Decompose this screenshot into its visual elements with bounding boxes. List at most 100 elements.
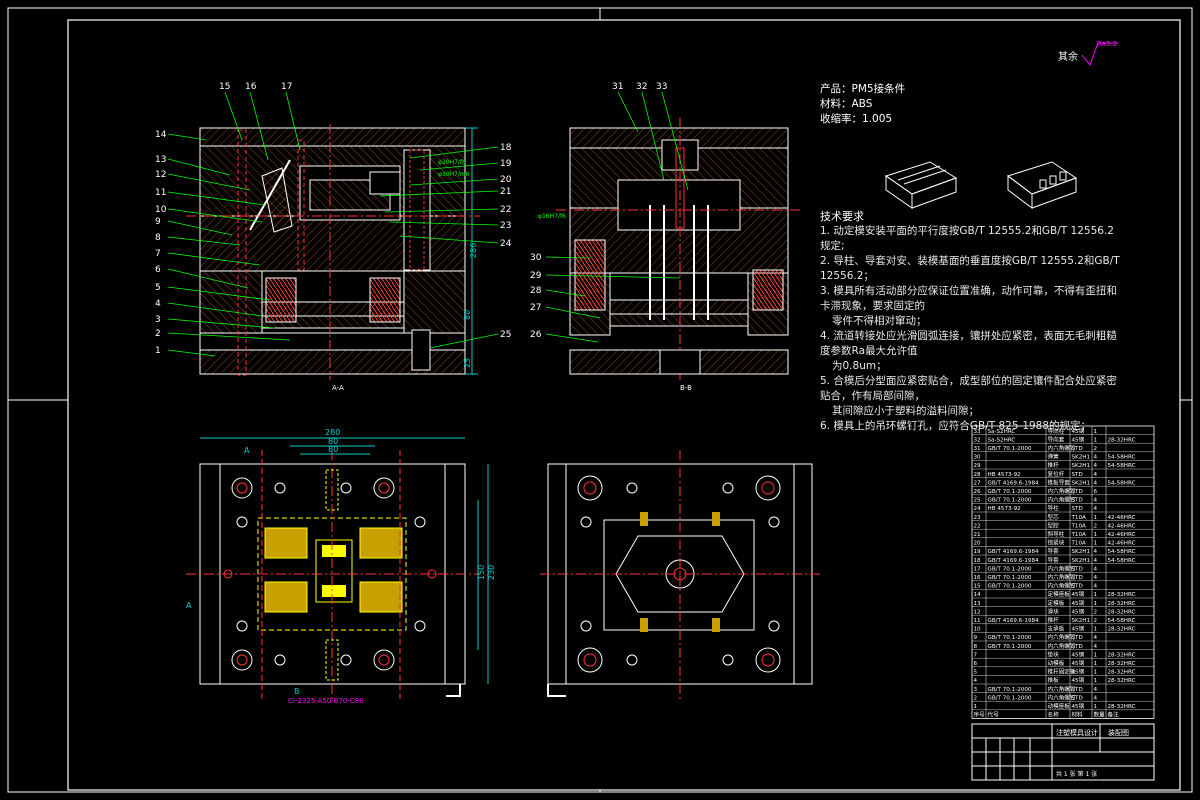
bom-cell: 4 xyxy=(1094,549,1098,555)
tech-req-4-cont: 为0.8um； xyxy=(832,360,887,372)
callout-22: 22 xyxy=(500,205,511,215)
bom-cell: 4 xyxy=(1094,635,1098,641)
bom-cell: 导套 xyxy=(1048,547,1060,555)
bom-cell: T10A xyxy=(1071,515,1087,521)
bom-cell: 2 xyxy=(1094,609,1098,615)
bom-cell: 动模座板 xyxy=(1048,702,1071,710)
tech-req-4: 4. 流道转接处应光滑圆弧连接，镶拼处应紧密，表面无毛刺粗糙度参数Ra最大允许值 xyxy=(820,330,1117,357)
callout-25: 25 xyxy=(500,330,511,340)
right-section-callouts: 31 32 33 30 29 28 27 26 xyxy=(530,82,667,340)
bom-cell: 10 xyxy=(974,627,982,633)
tech-req-2: 2. 导柱、导套对安、装模基面的垂直度按GB/T 12555.2和GB/T 12… xyxy=(820,255,1120,282)
bom-cell: 9 xyxy=(974,635,978,641)
bom-cell: 1 xyxy=(1094,627,1098,633)
bom-cell: 2 xyxy=(1094,446,1098,452)
bom-cell: 1 xyxy=(1094,541,1098,547)
bom-cell: 19 xyxy=(974,549,982,555)
bom-cell: 导向套 xyxy=(1048,435,1065,443)
bom-cell: GB/T 70.1-2000 xyxy=(988,566,1032,572)
tech-req-1: 1. 动定模安装平面的平行度按GB/T 12555.2和GB/T 12556.2… xyxy=(820,225,1114,252)
bom-cell: 18 xyxy=(974,558,982,564)
bom-cell: 33 xyxy=(974,429,982,435)
bom-cell: GB/T 70.1-2000 xyxy=(988,446,1032,452)
product-shrinkage: 收缩率：1.005 xyxy=(820,113,893,125)
bom-cell: 锁紧块 xyxy=(1048,539,1065,547)
bom-cell: 28-32HRC xyxy=(1108,601,1136,607)
tech-req-3: 3. 模具所有活动部分应保证位置准确，动作可靠，不得有歪扭和卡滞现象，要求固定的 xyxy=(820,285,1117,312)
bom-cell: 动模板 xyxy=(1048,659,1065,667)
bom-cell: 导套 xyxy=(1048,556,1060,564)
bom-cell: 斜导柱 xyxy=(1048,530,1065,538)
bom-cell: 45钢 xyxy=(1072,607,1085,615)
bom-cell: 14 xyxy=(974,592,982,598)
bom-cell: 54-58HRC xyxy=(1108,455,1136,461)
left-section-callouts: 15 16 17 14 13 12 11 10 9 8 7 6 5 4 3 2 … xyxy=(155,82,512,356)
bom-cell: 内六角螺钉 xyxy=(1048,487,1076,495)
callout-24: 24 xyxy=(500,239,512,249)
bom-cell: 内六角螺钉 xyxy=(1048,564,1076,572)
bom-cell: 28 xyxy=(974,472,982,478)
bom-cell: 弹簧 xyxy=(1048,453,1060,461)
bom-cell: 28-32HRC xyxy=(1108,609,1136,615)
bom-cell: 推杆 xyxy=(1048,616,1060,624)
product-sketch-2 xyxy=(1006,161,1078,209)
bom-cell: 42-46HRC xyxy=(1108,515,1136,521)
fit-label-b-b: φ16H7/f6 xyxy=(538,213,566,220)
callout-21: 21 xyxy=(500,187,511,197)
bom-cell: 12 xyxy=(974,609,981,615)
callout-7: 7 xyxy=(155,249,161,259)
bom-cell: GB/T 70.1-2000 xyxy=(988,575,1032,581)
callout-1: 1 xyxy=(155,346,161,356)
bom-cell: 17 xyxy=(974,566,982,572)
bom-cell: 内六角螺钉 xyxy=(1048,693,1076,701)
callout-12: 12 xyxy=(155,170,166,180)
bom-cell: Sa-S2HRC xyxy=(988,437,1016,443)
callout-31: 31 xyxy=(612,82,623,92)
bom-cell: STD xyxy=(1072,446,1083,452)
bom-cell: SK2H1 xyxy=(1072,549,1091,555)
tech-req-5-cont: 其间隙应小于塑料的溢料间隙； xyxy=(832,405,979,417)
callout-14: 14 xyxy=(155,130,167,140)
callout-29: 29 xyxy=(530,271,542,281)
callout-11: 11 xyxy=(155,188,166,198)
bom-cell: GB/T 70.1-2000 xyxy=(988,644,1032,650)
bom-cell: SK2H1 xyxy=(1072,463,1091,469)
roughness-label: 其余 xyxy=(1058,50,1078,63)
bom-cell: HB 4573-92 xyxy=(988,506,1021,512)
bom-cell: Sa-S2HRC xyxy=(988,429,1016,435)
bom-cell: 15 xyxy=(974,584,982,590)
bom-cell: T10A xyxy=(1071,541,1087,547)
bom-cell: 2 xyxy=(974,695,978,701)
section-view-a-a: 286 80 25 φ20H7/f6 φ30H7/m6 A-A xyxy=(186,124,480,392)
callout-5: 5 xyxy=(155,283,161,293)
bom-cell: 5 xyxy=(974,670,978,676)
bom-header-cell: 备注 xyxy=(1108,711,1120,719)
bom-cell: 16 xyxy=(974,575,982,581)
bom-cell: 26 xyxy=(974,489,982,495)
bom-header-cell: 数量 xyxy=(1094,711,1106,719)
section-marker-a-top: A xyxy=(244,446,250,455)
bom-cell: 1 xyxy=(1094,601,1098,607)
bom-cell: 8 xyxy=(974,644,978,650)
callout-13: 13 xyxy=(155,155,166,165)
callout-6: 6 xyxy=(155,265,161,275)
bom-cell: 45钢 xyxy=(1072,590,1085,598)
bom-cell: STD xyxy=(1072,695,1083,701)
bom-cell: 54-58HRC xyxy=(1108,480,1136,486)
bom-cell: 4 xyxy=(1094,455,1098,461)
title-block xyxy=(971,723,1155,781)
callout-20: 20 xyxy=(500,175,512,185)
bom-cell: 4 xyxy=(1094,506,1098,512)
bom-cell: 6 xyxy=(974,661,978,667)
plan-dim-80a: 80 xyxy=(328,437,338,446)
roughness-value: Ra3.2 xyxy=(1097,40,1117,48)
bom-cell: T10A xyxy=(1071,523,1087,529)
bom-cell: 1 xyxy=(1094,437,1098,443)
bom-cell: 垫块 xyxy=(1048,650,1060,658)
bom-cell: STD xyxy=(1072,566,1083,572)
callout-17: 17 xyxy=(281,82,292,92)
bom-cell: 54-58HRC xyxy=(1108,618,1136,624)
bom-cell: 1 xyxy=(1094,661,1098,667)
